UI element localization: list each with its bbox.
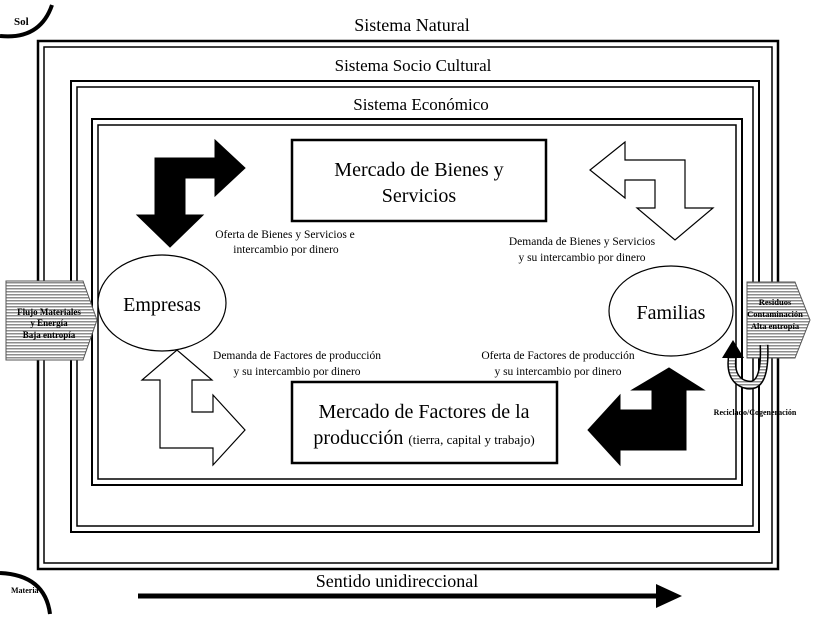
output-flow-line2: Contaminación xyxy=(747,309,803,319)
goods-supply-line2: intercambio por dinero xyxy=(233,244,339,256)
companies-label: Empresas xyxy=(123,294,201,316)
matter-arc xyxy=(0,571,52,615)
recycling-arrowhead xyxy=(722,340,744,358)
factor-supply-arrow xyxy=(587,367,706,467)
companies-ellipse xyxy=(97,254,227,352)
recycling-arrow-fill xyxy=(728,344,768,389)
households-ellipse xyxy=(608,265,734,357)
factor-demand-line1: Demanda de Factores de producción xyxy=(213,350,381,362)
factors-market-box xyxy=(290,380,559,465)
socio-cultural-system-label: Sistema Socio Cultural xyxy=(335,56,492,75)
factors-market-line2-main: producción xyxy=(313,427,403,449)
economic-system-label: Sistema Económico xyxy=(353,95,489,114)
factors-market-line2: producción (tierra, capital y trabajo) xyxy=(313,427,534,449)
input-flow-line2: y Energía xyxy=(30,318,68,328)
households-label: Familias xyxy=(637,302,706,324)
sun-arc xyxy=(0,4,54,39)
input-flow-line1: Flujo Materiales xyxy=(17,307,81,317)
input-flow-arrow xyxy=(5,280,98,361)
natural-system-label: Sistema Natural xyxy=(354,15,469,35)
goods-market-line1: Mercado de Bienes y xyxy=(334,159,503,181)
goods-market-box xyxy=(290,138,548,223)
direction-label: Sentido unidireccional xyxy=(316,571,478,591)
factors-market-line1: Mercado de Factores de la xyxy=(318,401,529,423)
matter-label: Materia xyxy=(11,586,39,595)
goods-demand-arrow xyxy=(589,140,715,241)
factor-supply-line1: Oferta de Factores de producción xyxy=(481,350,635,362)
input-flow-line3: Baja entropía xyxy=(23,330,76,340)
factor-supply-line2: y su intercambio por dinero xyxy=(494,366,621,378)
direction-arrowhead xyxy=(656,584,682,608)
factor-demand-line2: y su intercambio por dinero xyxy=(233,366,360,378)
goods-market-line2: Servicios xyxy=(382,185,457,207)
factor-demand-arrow xyxy=(140,349,246,467)
factors-market-line2-detail: (tierra, capital y trabajo) xyxy=(408,432,534,447)
output-flow-line3: Alta entropía xyxy=(751,321,800,331)
goods-supply-arrow xyxy=(135,138,246,248)
economic-system-boundary-outer xyxy=(91,118,743,486)
goods-demand-line2: y su intercambio por dinero xyxy=(518,252,645,264)
recycling-label: Reciclado/Cogeneración xyxy=(714,408,797,417)
output-flow-line1: Residuos xyxy=(759,297,792,307)
sun-label: Sol xyxy=(14,16,29,28)
goods-demand-line1: Demanda de Bienes y Servicios xyxy=(509,236,656,248)
goods-supply-line1: Oferta de Bienes y Servicios e xyxy=(215,229,355,241)
output-flow-arrow xyxy=(746,281,811,359)
